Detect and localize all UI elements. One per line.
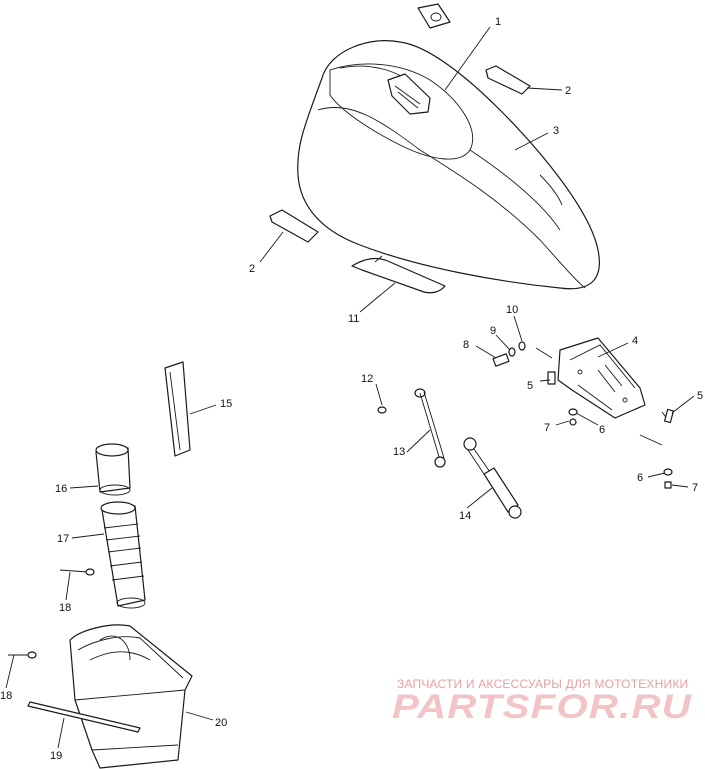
callout-18-lower: 18: [0, 690, 12, 702]
callout-8: 8: [463, 339, 469, 351]
callout-1: 1: [495, 16, 501, 28]
watermark: ЗАПЧАСТИ И АКСЕССУАРЫ ДЛЯ МОТОТЕХНИКИ PA…: [392, 677, 693, 726]
callout-7-right: 7: [692, 482, 698, 494]
callout-2-upper: 2: [565, 85, 571, 97]
callout-19: 19: [50, 750, 62, 762]
part-hardware-group: [492, 341, 675, 489]
leader-lines: [5, 26, 695, 749]
callout-20: 20: [215, 717, 227, 729]
part-bumper-pad-lower: [269, 209, 319, 243]
part-clamp-lower: [8, 651, 37, 659]
callout-16: 16: [55, 483, 67, 495]
part-filter: [95, 443, 131, 496]
part-gas-strut: [463, 437, 522, 519]
callout-17: 17: [57, 533, 69, 545]
part-hinge-bracket: [557, 337, 646, 419]
callout-4: 4: [632, 335, 638, 347]
callout-5-left: 5: [527, 380, 533, 392]
watermark-tagline: ЗАПЧАСТИ И АКСЕССУАРЫ ДЛЯ МОТОТЕХНИКИ: [397, 677, 688, 691]
callout-6-right: 6: [637, 472, 643, 484]
part-clamp-upper: [59, 568, 95, 576]
callout-10: 10: [506, 304, 518, 316]
callout-7-left: 7: [544, 422, 550, 434]
part-seal-strip: [27, 701, 141, 733]
callout-18-upper: 18: [59, 602, 71, 614]
part-bellows: [100, 501, 146, 609]
callout-3: 3: [553, 125, 559, 137]
watermark-logo: PARTSFOR.RU: [392, 688, 693, 726]
part-gasket: [164, 361, 191, 457]
callout-6-left: 6: [599, 424, 605, 436]
part-airbox: [69, 624, 193, 769]
callout-12: 12: [361, 373, 373, 385]
callout-9: 9: [490, 325, 496, 337]
part-emblem: [417, 3, 451, 29]
callout-13: 13: [393, 446, 405, 458]
callout-15: 15: [220, 398, 232, 410]
part-strip: [351, 255, 446, 294]
part-hood: [297, 40, 600, 290]
callout-5-right: 5: [697, 390, 703, 402]
part-rod-link: [377, 388, 446, 468]
callout-labels: 1 2 3 2 11 10 9 8 4 5 5 12 7 6 15 13 6 7…: [0, 16, 703, 762]
callout-14: 14: [459, 510, 471, 522]
callout-2-lower: 2: [249, 263, 255, 275]
callout-11: 11: [348, 313, 359, 325]
part-bumper-pad-upper: [485, 65, 531, 95]
